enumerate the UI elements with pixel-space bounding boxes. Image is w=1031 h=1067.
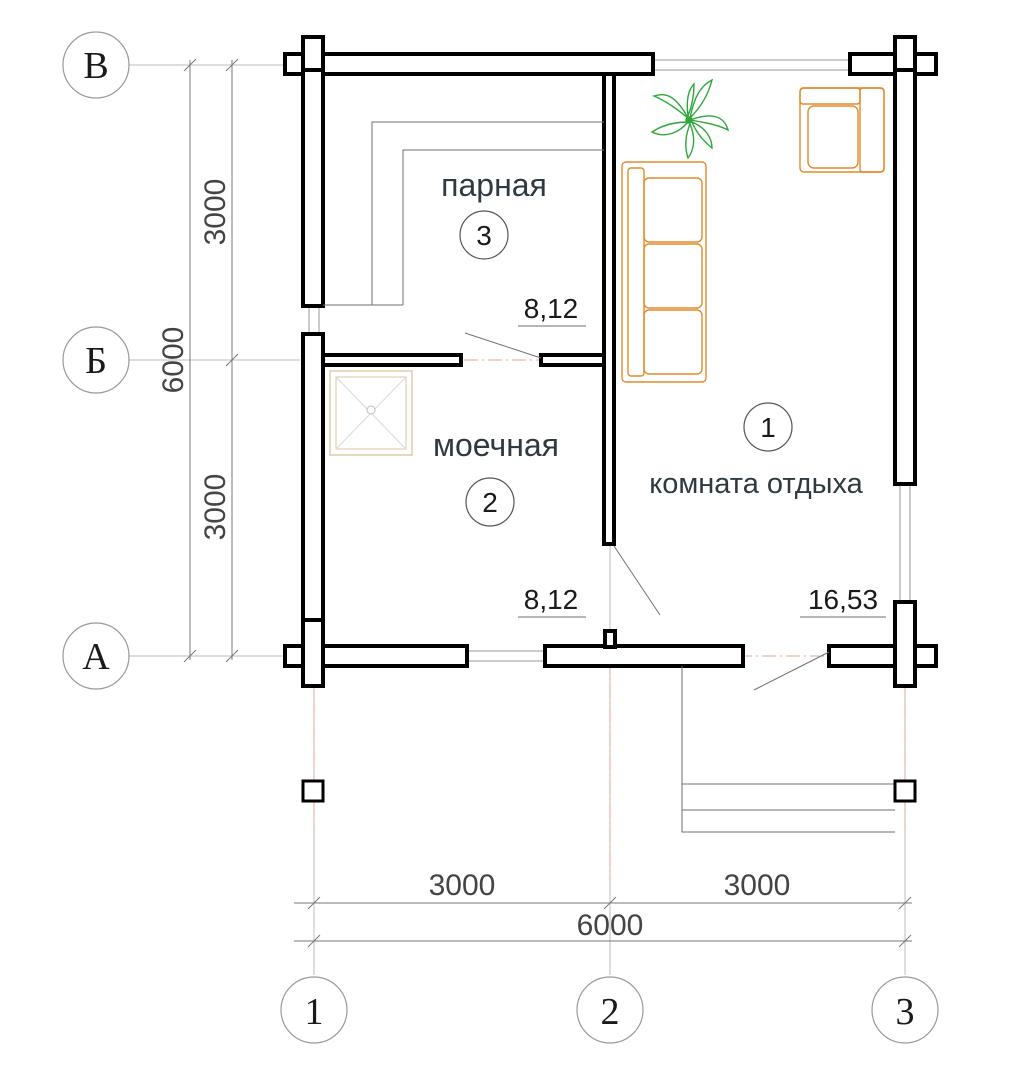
axis-bubble-row-v: В (62, 31, 130, 99)
room-name-steam: парная (441, 167, 547, 203)
dim-bottom-left: 3000 (429, 869, 496, 902)
axis-label-col-1: 1 (305, 991, 324, 1033)
room-steam: парная 3 8,12 (441, 167, 586, 327)
axis-label-row-a: А (82, 636, 110, 678)
dim-bottom-total: 6000 (577, 909, 644, 942)
bottom-dimensions: 3000 3000 6000 (294, 869, 912, 948)
sauna-benches (323, 121, 604, 306)
axis-bubble-col-2: 2 (576, 976, 644, 1044)
axis-label-row-b: Б (85, 340, 107, 382)
dim-left-upper: 3000 (199, 179, 232, 246)
dim-left-lower: 3000 (199, 474, 232, 541)
armchair-icon (799, 87, 885, 173)
plant-icon (650, 78, 730, 160)
room-number-rest: 1 (760, 412, 776, 443)
room-area-steam: 8,12 (524, 293, 579, 324)
axis-bubble-col-3: 3 (871, 976, 939, 1044)
room-wash: моечная 2 8,12 (433, 427, 586, 618)
room-area-rest: 16,53 (808, 584, 878, 615)
room-rest: 1 комната отдыха 16,53 (649, 402, 886, 618)
dim-bottom-right: 3000 (724, 869, 791, 902)
axis-bubble-col-1: 1 (280, 976, 348, 1044)
axis-label-col-2: 2 (601, 991, 620, 1033)
dim-left-total: 6000 (157, 327, 190, 394)
room-area-wash: 8,12 (524, 584, 579, 615)
axis-label-row-v: В (83, 45, 108, 87)
axis-label-col-3: 3 (896, 991, 915, 1033)
porch (301, 666, 917, 833)
room-name-rest: комната отдыха (649, 468, 863, 500)
room-number-wash: 2 (482, 487, 498, 518)
room-number-steam: 3 (476, 220, 492, 251)
room-name-wash: моечная (433, 427, 559, 463)
walls (283, 35, 938, 688)
axis-bubble-row-b: Б (62, 326, 130, 394)
partitions (321, 72, 616, 546)
axis-bubble-row-a: А (62, 622, 130, 690)
left-dimensions: 3000 3000 6000 (157, 58, 239, 663)
sofa-icon (621, 161, 707, 383)
shower-tray-icon (329, 370, 413, 456)
door-swings (464, 332, 830, 691)
